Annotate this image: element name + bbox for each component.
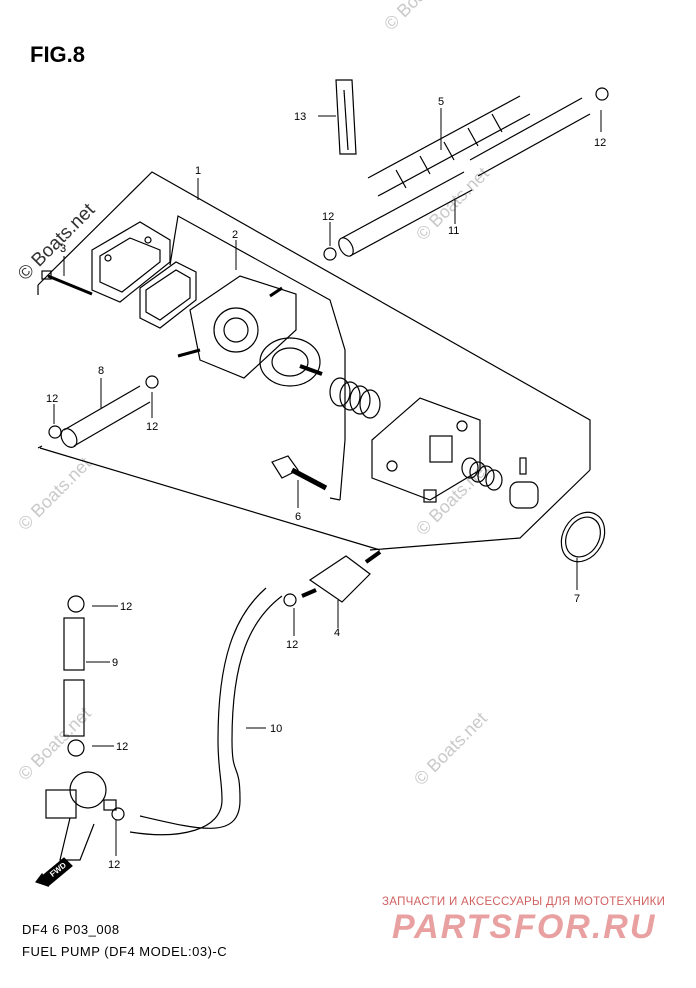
bolt-part-6 bbox=[271, 455, 328, 491]
callout-9: 9 bbox=[112, 657, 118, 669]
fuel-filter-part-4 bbox=[301, 550, 382, 603]
fwd-arrow bbox=[35, 857, 73, 888]
pump-cover-plate bbox=[91, 221, 171, 303]
diaphragm bbox=[259, 337, 323, 387]
hose-part-11 bbox=[338, 171, 473, 257]
callout-12-hose-9-top: 12 bbox=[120, 601, 132, 613]
fuel-cock bbox=[45, 771, 117, 861]
clip-8-right bbox=[145, 375, 159, 389]
callout-4: 4 bbox=[334, 627, 340, 639]
callout-12-hose-8-right: 12 bbox=[146, 421, 158, 433]
promo-logo: PARTSFOR.RU bbox=[392, 908, 657, 946]
callout-6: 6 bbox=[295, 511, 301, 523]
hose-part-8 bbox=[60, 385, 151, 448]
hose-part-9 bbox=[63, 617, 85, 737]
clip-9-top bbox=[67, 595, 85, 613]
callout-12-fuel-cock: 12 bbox=[108, 859, 120, 871]
callout-12-top-right: 12 bbox=[594, 137, 606, 149]
figure-title: FIG.8 bbox=[30, 42, 86, 67]
clip-9-bottom bbox=[67, 739, 85, 757]
callout-5: 5 bbox=[438, 96, 444, 108]
callout-12-filter: 12 bbox=[286, 639, 298, 651]
clip-11-right bbox=[595, 87, 609, 101]
callout-12-hose-9-bottom: 12 bbox=[116, 741, 128, 753]
callout-12-hose-8-left: 12 bbox=[46, 393, 58, 405]
callout-10: 10 bbox=[270, 723, 282, 735]
clip-8-left bbox=[48, 425, 62, 439]
diagram-code: DF4 6 P03_008 bbox=[22, 922, 120, 937]
callout-13: 13 bbox=[294, 111, 306, 123]
callout-7: 7 bbox=[574, 593, 580, 605]
promo-text: ЗАПЧАСТИ И АКСЕССУАРЫ ДЛЯ МОТОТЕХНИКИ bbox=[382, 896, 666, 908]
check-valve-spring bbox=[461, 457, 539, 509]
callout-3: 3 bbox=[60, 243, 66, 255]
assembly-outline-right bbox=[369, 469, 591, 551]
diaphragm-gasket bbox=[139, 261, 197, 329]
pump-body-outline bbox=[169, 215, 346, 501]
o-ring-part-7 bbox=[560, 511, 606, 563]
diagram-caption: FUEL PUMP (DF4 MODEL:03)-C bbox=[22, 944, 228, 959]
hose-part-10 bbox=[129, 587, 283, 836]
hose-protector-part-5 bbox=[367, 95, 531, 197]
callout-2: 2 bbox=[232, 229, 238, 241]
clamp-part-13 bbox=[335, 79, 357, 155]
hose-part-11b bbox=[469, 97, 591, 177]
callout-12-hose-11: 12 bbox=[322, 211, 334, 223]
screw-part-3 bbox=[41, 270, 93, 296]
pump-cover bbox=[371, 397, 481, 503]
clip-fuel-cock bbox=[111, 807, 125, 821]
clip-filter bbox=[283, 593, 297, 607]
pump-spring bbox=[329, 377, 381, 419]
pump-body bbox=[177, 275, 297, 379]
callout-11: 11 bbox=[448, 225, 459, 237]
callout-8: 8 bbox=[98, 365, 104, 377]
leader-lines bbox=[53, 108, 602, 856]
callout-1: 1 bbox=[195, 165, 201, 177]
assembly-outline bbox=[37, 171, 591, 470]
clip-11-left bbox=[323, 247, 337, 261]
